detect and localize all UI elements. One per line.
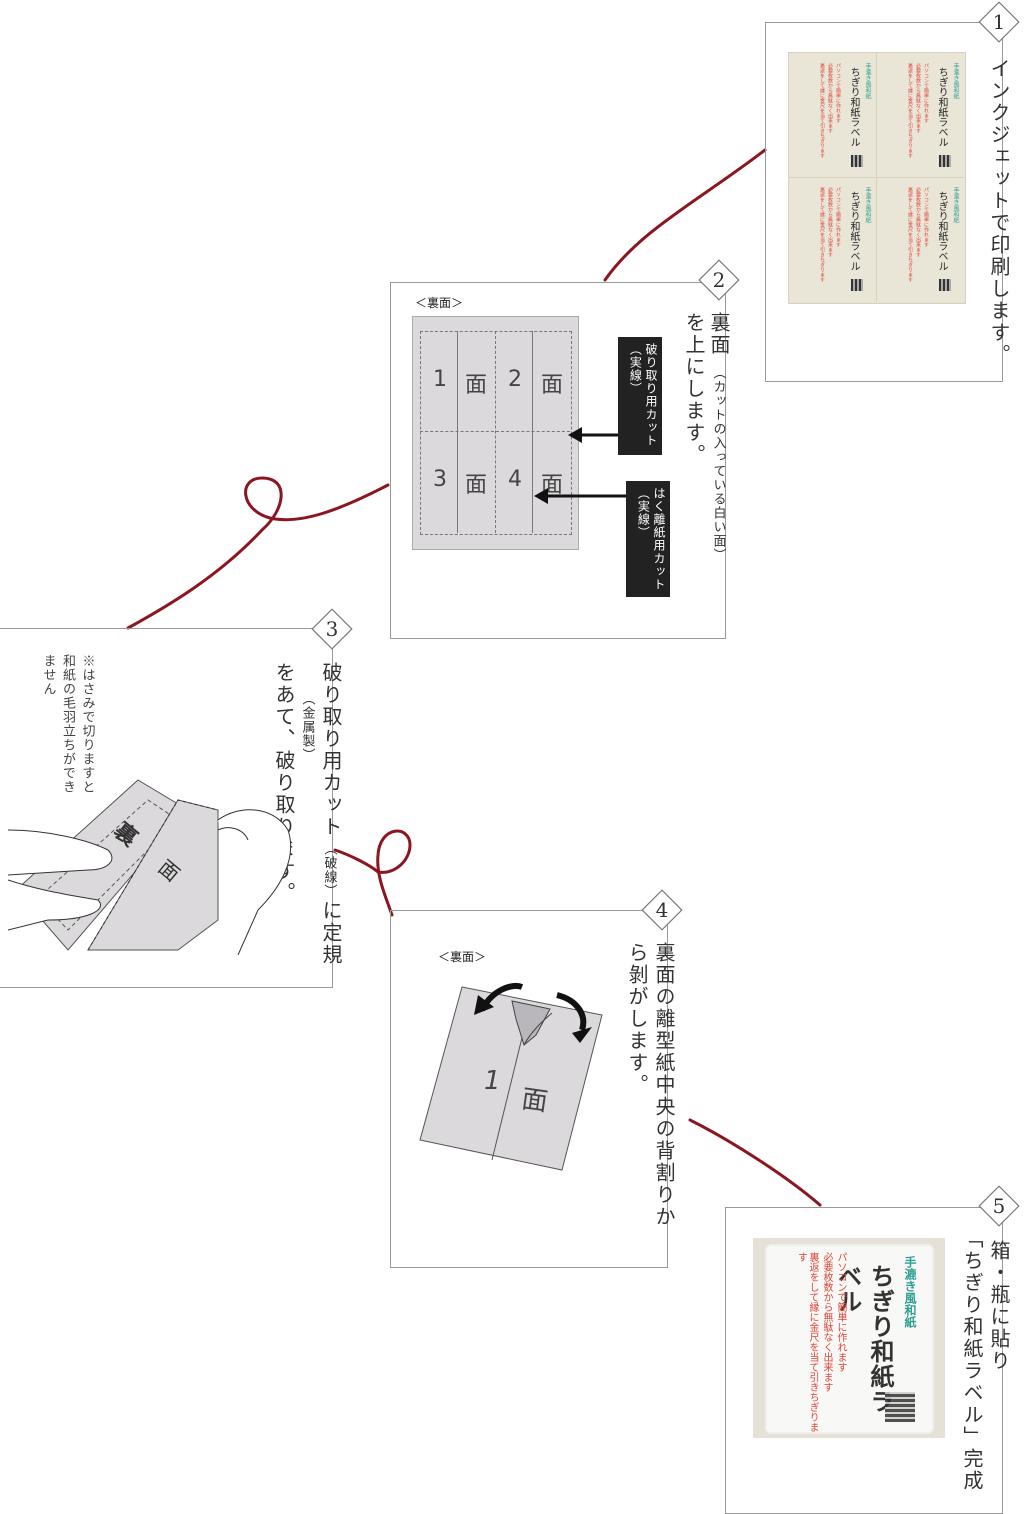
step3-note: ※はさみで切りますと和紙の毛羽立ちができません [40,654,95,794]
mini-label-line3: 裏返をして縁に金尺を当て引きちぎります [819,187,825,282]
back-sheet-diagram: 1 面 2 面 3 面 4 面 [412,316,579,550]
mini-label: 手漉き風和紙 ちぎり和紙ラベル パソコンで簡単に作れます 必要枚数から無駄なく出… [881,183,961,295]
mini-label-tesuki: 手漉き風和紙 [952,63,959,99]
step3-text-paren1: （破線） [321,842,337,898]
mini-label-title: ちぎり和紙ラベル [936,67,947,147]
step1-frame [765,22,1003,382]
mini-label-line1: パソコンで簡単に作れます [835,187,841,247]
step5-text-a: 箱・瓶に貼り [987,1240,1011,1372]
step4-back-label: ＜裏面＞ [438,950,487,964]
mini-qr-icon [851,279,863,291]
mini-label-line2: 必要枚数から無駄なく出来ます [915,187,921,257]
step3-number: 3 [325,617,339,641]
mini-label-tesuki: 手漉き風和紙 [952,187,959,223]
cell-3: 3 [433,467,447,492]
mini-label-line1: パソコンで簡単に作れます [923,63,929,123]
mini-label-title: ちぎり和紙ラベル [936,191,947,271]
mini-label: 手漉き風和紙 ちぎり和紙ラベル パソコンで簡単に作れます 必要枚数から無駄なく出… [881,59,961,171]
cell-1: 1 [433,367,447,392]
illus-men: 面 [519,1084,550,1118]
cell-2: 2 [508,367,522,392]
step2-text-tail: を上にします。 [682,312,706,466]
step1-number: 1 [992,10,1006,34]
printed-sheet-photo: 手漉き風和紙 ちぎり和紙ラベル パソコンで簡単に作れます 必要枚数から無駄なく出… [788,52,966,304]
mini-label-line3: 裏返をして縁に金尺を当て引きちぎります [819,63,825,158]
cell-men: 面 [464,473,487,498]
qr-code-icon [885,1392,915,1422]
mini-label: 手漉き風和紙 ちぎり和紙ラベル パソコンで簡単に作れます 必要枚数から無駄なく出… [793,183,873,295]
illus-1: 1 [484,1066,501,1096]
mini-label-line1: パソコンで簡単に作れます [835,63,841,123]
cell-men: 面 [464,373,487,398]
peel-illustration [419,983,603,1171]
mini-label-line1: パソコンで簡単に作れます [923,187,929,247]
cell-men: 面 [540,373,563,398]
label-title: ちぎり和紙ラベル [833,1264,895,1414]
step3-text-b: に定規 [319,900,343,966]
cut-label-peel: はく離紙用カット（実線） [626,481,670,597]
mini-label: 手漉き風和紙 ちぎり和紙ラベル パソコンで簡単に作れます 必要枚数から無駄なく出… [793,59,873,171]
step2-text-main: 裏面 [707,312,731,356]
step1-badge: 1 [977,0,1021,44]
label-line3: 裏返をして縁に金尺を当て引きちぎります [795,1252,819,1432]
arrow-icon [534,488,628,504]
step5-number: 5 [992,1194,1006,1218]
step3-frame [0,628,333,988]
mini-qr-icon [851,155,863,167]
step2-frame [390,282,726,639]
step3-badge: 3 [310,607,354,651]
label-tesuki: 手漉き風和紙 [903,1256,917,1328]
tearing-hands-illustration [8,779,292,955]
step3-text-a: 破り取り用カット [319,662,343,838]
mini-qr-icon [939,155,951,167]
step4-frame [390,910,668,1268]
cell-4: 4 [508,467,522,492]
step4-text: 裏面の離型紙中央の背割りから剝がします。 [625,942,676,1228]
finished-label-photo: 手漉き風和紙 ちぎり和紙ラベル パソコンで簡単に作れます 必要枚数から無駄なく出… [753,1238,945,1438]
step1-text: インクジェットで印刷します。 [987,58,1011,366]
step5-badge: 5 [977,1184,1021,1228]
mini-label-line3: 裏返をして縁に金尺を当て引きちぎります [907,63,913,158]
step3-text-paren2: （金属製） [299,692,315,762]
mini-label-line2: 必要枚数から無駄なく出来ます [915,63,921,133]
washi-label: 手漉き風和紙 ちぎり和紙ラベル パソコンで簡単に作れます 必要枚数から無駄なく出… [767,1246,932,1432]
step2-back-label: ＜裏面＞ [415,296,464,310]
step2-badge: 2 [697,258,741,302]
mini-label-title: ちぎり和紙ラベル [848,191,859,271]
label-line1: パソコンで簡単に作れます [835,1252,846,1372]
step4-number: 4 [655,898,669,922]
mini-label-tesuki: 手漉き風和紙 [864,187,871,223]
mini-label-title: ちぎり和紙ラベル [848,67,859,147]
mini-qr-icon [939,279,951,291]
step2-text-paren: （カットの入っている白い面） [710,366,726,562]
mini-label-line3: 裏返をして縁に金尺を当て引きちぎります [907,187,913,282]
cut-label-tear: 破り取り用カット（実線） [618,337,662,455]
label-line2: 必要枚数から無駄なく出来ます [821,1252,832,1392]
mini-label-line2: 必要枚数から無駄なく出来ます [827,63,833,133]
mini-label-line2: 必要枚数から無駄なく出来ます [827,187,833,257]
mini-label-tesuki: 手漉き風和紙 [864,63,871,99]
step2-number: 2 [712,268,726,292]
step4-badge: 4 [640,888,684,932]
step5-text-b: 「ちぎり和紙ラベル」完成 [960,1228,984,1492]
